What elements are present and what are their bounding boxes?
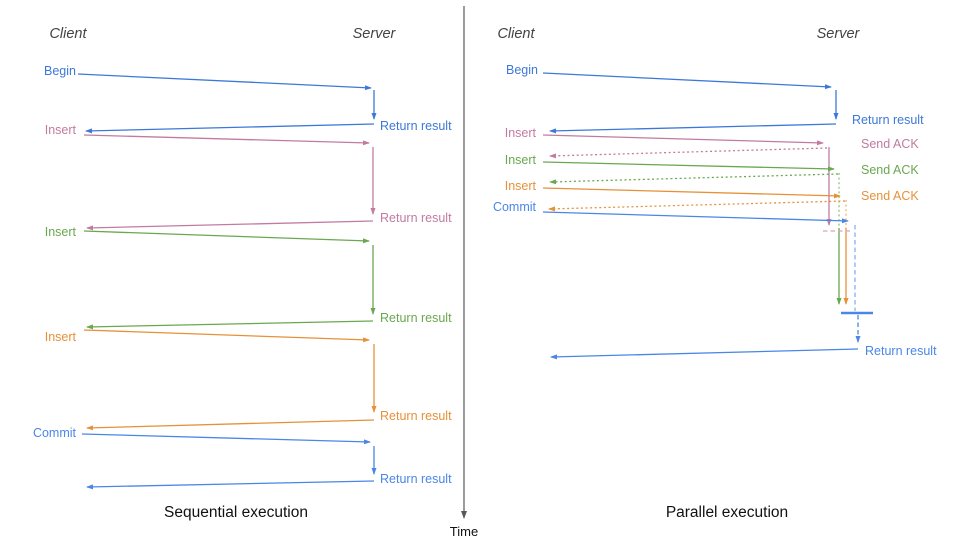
par-insert1-label: Insert: [505, 126, 537, 140]
seq-begin-label: Begin: [44, 64, 76, 78]
seq-insert2-return-label: Return result: [380, 311, 452, 325]
par-insert2-ack-label: Send ACK: [861, 163, 919, 177]
par-begin-return-line: [549, 123, 837, 134]
seq-commit-return-line: [86, 480, 375, 490]
seq-begin-return-label: Return result: [380, 119, 452, 133]
par-insert3-ack-label: Send ACK: [861, 189, 919, 203]
par-insert1-request-line: [542, 134, 824, 146]
seq-insert3-label: Insert: [45, 330, 77, 344]
par-server-header: Server: [817, 26, 861, 42]
time-axis: Time: [450, 6, 478, 539]
parallel-panel: Client Server Begin Return result Insert…: [493, 26, 937, 521]
par-client-header: Client: [497, 26, 535, 42]
seq-insert1-return-label: Return result: [380, 211, 452, 225]
parallel-caption: Parallel execution: [666, 504, 788, 521]
par-begin-label: Begin: [506, 63, 538, 77]
seq-begin-request-line: [77, 73, 372, 91]
par-insert3-request-line: [542, 187, 841, 199]
seq-insert1-request-line: [83, 134, 370, 146]
par-final-return-line: [550, 348, 859, 360]
par-insert3-ack-line: [548, 200, 846, 212]
seq-commit-return-label: Return result: [380, 472, 452, 486]
par-commit-request-line: [542, 211, 849, 224]
par-begin-return-label: Return result: [852, 113, 924, 127]
par-begin-request-line: [542, 72, 832, 90]
seq-client-header: Client: [49, 26, 87, 42]
par-insert2-request-line: [542, 161, 835, 172]
seq-insert3-request-line: [83, 329, 370, 343]
seq-begin-return-line: [85, 123, 375, 134]
sequential-panel: Client Server Begin Return result Insert…: [33, 26, 452, 521]
seq-server-header: Server: [353, 26, 397, 42]
par-insert3-label: Insert: [505, 179, 537, 193]
seq-insert2-label: Insert: [45, 225, 77, 239]
par-insert2-ack-line: [549, 173, 839, 185]
par-insert1-ack-line: [549, 147, 828, 159]
seq-insert2-request-line: [83, 230, 370, 244]
par-final-return-label: Return result: [865, 344, 937, 358]
par-commit-label: Commit: [493, 200, 537, 214]
seq-insert3-return-line: [86, 419, 375, 431]
par-insert1-ack-label: Send ACK: [861, 137, 919, 151]
seq-commit-label: Commit: [33, 426, 77, 440]
seq-insert3-return-label: Return result: [380, 409, 452, 423]
seq-insert1-label: Insert: [45, 123, 77, 137]
seq-insert1-return-line: [86, 220, 374, 231]
time-axis-label: Time: [450, 524, 478, 539]
sequential-caption: Sequential execution: [164, 504, 308, 521]
par-insert2-label: Insert: [505, 153, 537, 167]
seq-commit-request-line: [81, 433, 371, 445]
seq-insert2-return-line: [86, 320, 374, 330]
